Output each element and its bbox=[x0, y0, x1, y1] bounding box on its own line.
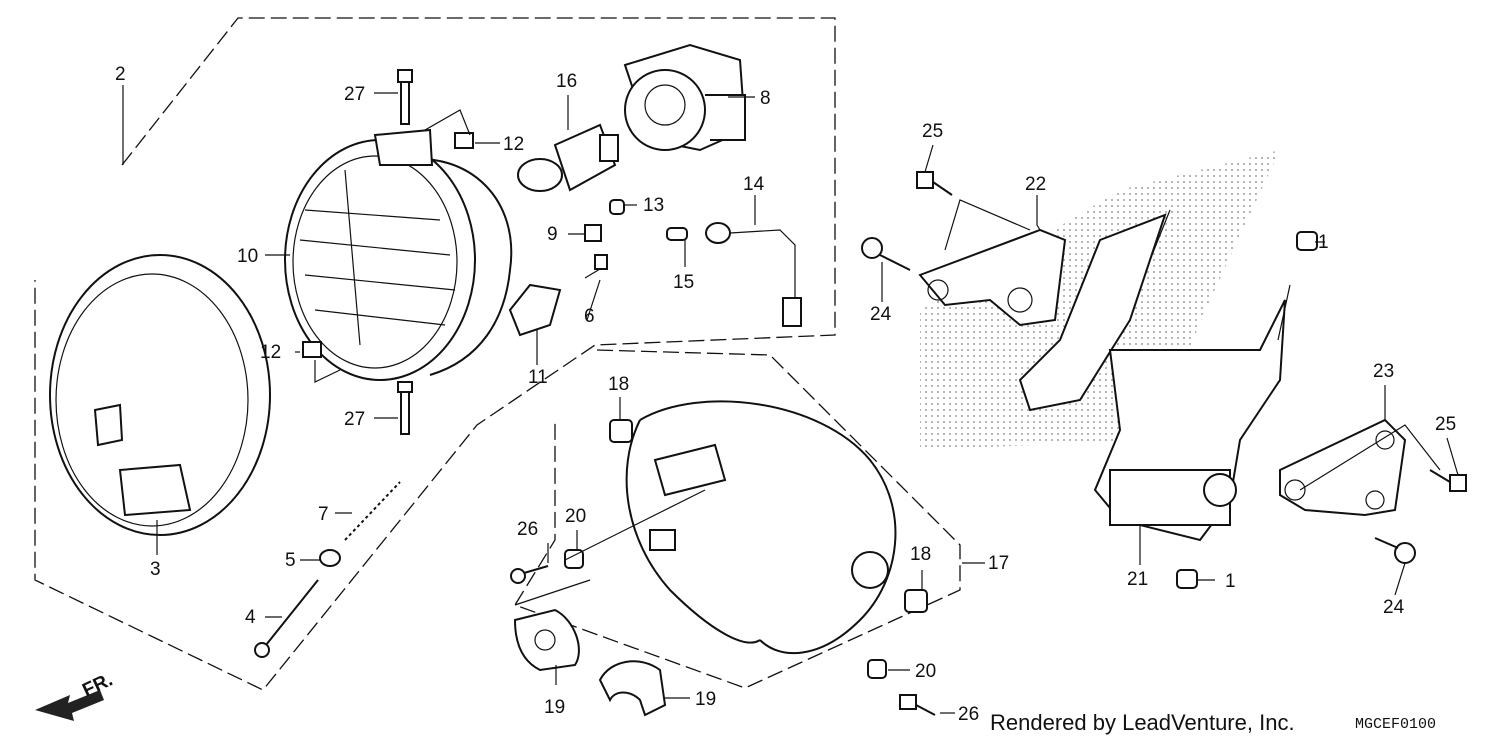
bulb-15 bbox=[666, 227, 688, 241]
grommet-1-lower bbox=[1176, 569, 1198, 589]
callout-labels: 1 1 2 3 4 5 6 7 8 9 10 11 12 12 13 14 15… bbox=[115, 64, 1456, 725]
callout-13: 13 bbox=[643, 195, 664, 216]
screw-27-lower bbox=[397, 381, 413, 435]
callout-20-upper: 20 bbox=[565, 506, 586, 527]
bolt-24-upper bbox=[861, 237, 911, 271]
clamp-19-left bbox=[513, 608, 580, 672]
headlight-stay-21 bbox=[1018, 209, 1291, 542]
bolt-26-upper bbox=[510, 565, 549, 584]
socket-11 bbox=[508, 283, 562, 337]
grommet-20-lower bbox=[867, 659, 887, 679]
render-credit: Rendered by LeadVenture, Inc. bbox=[990, 710, 1295, 735]
callout-17: 17 bbox=[988, 553, 1009, 574]
callout-26-lower: 26 bbox=[958, 704, 979, 725]
bracket-22 bbox=[918, 228, 1067, 327]
screw-6 bbox=[584, 254, 608, 279]
callout-3: 3 bbox=[150, 559, 161, 580]
bolt-25-upper bbox=[916, 171, 953, 196]
group-outline-headlight bbox=[34, 17, 836, 691]
callout-25-upper: 25 bbox=[922, 121, 943, 142]
callout-23: 23 bbox=[1373, 361, 1394, 382]
callout-10: 10 bbox=[237, 246, 258, 267]
grommet-1-upper bbox=[1296, 231, 1318, 251]
bolt-26-lower bbox=[899, 694, 936, 716]
callout-6: 6 bbox=[584, 306, 595, 327]
callout-12-lower: 12 bbox=[260, 342, 281, 363]
headlight-unit bbox=[284, 128, 513, 381]
callout-14: 14 bbox=[743, 174, 765, 195]
callout-1-upper: 1 bbox=[1318, 232, 1329, 253]
callout-5: 5 bbox=[285, 550, 296, 571]
callout-24-lower: 24 bbox=[1383, 597, 1405, 618]
callout-4: 4 bbox=[245, 607, 256, 628]
callout-8: 8 bbox=[760, 88, 771, 109]
callout-18-lower: 18 bbox=[910, 544, 931, 565]
callout-1-lower: 1 bbox=[1225, 571, 1236, 592]
grommet-20-upper bbox=[564, 549, 584, 569]
screw-4 bbox=[254, 579, 319, 658]
callout-27-lower: 27 bbox=[344, 409, 365, 430]
callout-9: 9 bbox=[547, 224, 558, 245]
callout-24-upper: 24 bbox=[870, 304, 892, 325]
callout-26-upper: 26 bbox=[517, 519, 538, 540]
clamp-19-right bbox=[598, 660, 667, 717]
headlight-bulb bbox=[517, 123, 619, 192]
callout-25-lower: 25 bbox=[1435, 414, 1456, 435]
callout-7: 7 bbox=[318, 504, 329, 525]
callout-19-right: 19 bbox=[695, 689, 716, 710]
callout-27-upper: 27 bbox=[344, 84, 365, 105]
callout-16: 16 bbox=[556, 71, 577, 92]
callout-15: 15 bbox=[673, 272, 694, 293]
dust-cover bbox=[623, 43, 747, 152]
callout-19-left: 19 bbox=[544, 697, 565, 718]
collar-18-upper bbox=[609, 419, 633, 443]
callout-12-upper: 12 bbox=[503, 134, 524, 155]
callout-20-lower: 20 bbox=[915, 661, 936, 682]
leader-lines bbox=[122, 85, 1459, 714]
bracket-23 bbox=[1279, 418, 1407, 517]
callout-2: 2 bbox=[115, 64, 126, 85]
wire-harness-14 bbox=[705, 222, 802, 327]
bolt-25-lower bbox=[1429, 469, 1467, 492]
grommet-13 bbox=[609, 199, 625, 215]
headlight-rim bbox=[49, 254, 271, 536]
front-direction-arrow: FR. bbox=[35, 669, 116, 721]
group-outline-case bbox=[514, 349, 961, 689]
callout-18-upper: 18 bbox=[608, 374, 629, 395]
callout-21: 21 bbox=[1127, 569, 1148, 590]
callout-11: 11 bbox=[528, 367, 548, 388]
nut-5 bbox=[319, 549, 341, 567]
headlight-case bbox=[625, 400, 897, 655]
callout-22: 22 bbox=[1025, 174, 1046, 195]
nut-12-lower bbox=[302, 341, 322, 358]
spring-7 bbox=[344, 481, 401, 541]
nut-9 bbox=[584, 224, 602, 242]
bolt-24-lower bbox=[1374, 537, 1416, 564]
diagram-code: MGCEF0100 bbox=[1355, 716, 1437, 733]
collar-18-lower bbox=[904, 589, 928, 613]
screw-27-upper bbox=[397, 69, 413, 125]
nut-12-upper bbox=[454, 132, 474, 149]
